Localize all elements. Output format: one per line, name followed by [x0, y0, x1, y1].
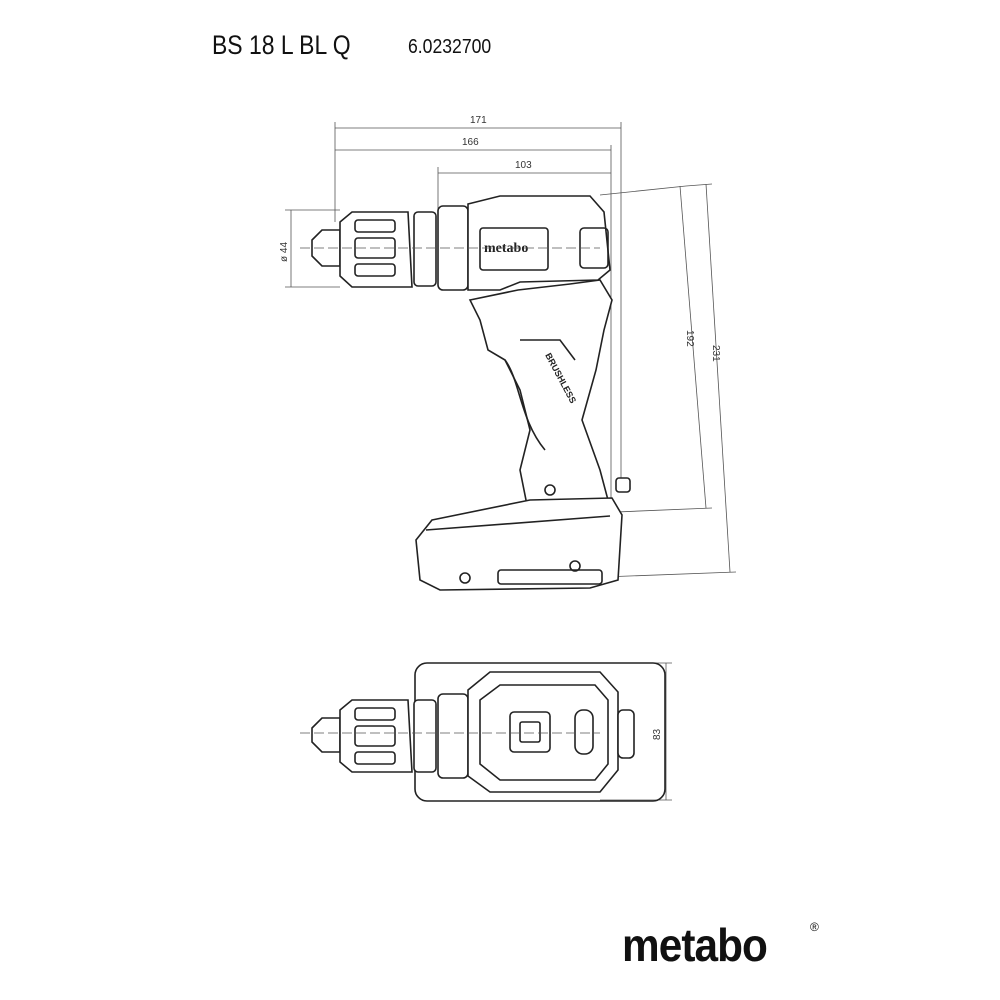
registered-mark: ® [810, 920, 819, 934]
dimension-166: 166 [335, 137, 611, 151]
dimension-103: 103 [438, 160, 611, 174]
dimension-192-label: 192 [684, 330, 695, 347]
model-title: BS 18 L BL Q [212, 30, 351, 60]
dimension-171-label: 171 [470, 115, 487, 126]
dimension-103-label: 103 [515, 160, 532, 171]
dimension-diameter-44: ø 44 [279, 209, 340, 288]
brand-logo: metabo [622, 919, 768, 971]
drill-top-view [300, 662, 666, 802]
dimension-171: 171 [335, 115, 621, 129]
dimension-166-label: 166 [462, 137, 479, 148]
dimension-83-label: 83 [652, 728, 663, 740]
housing-logo: metabo [484, 241, 528, 256]
dimension-231-label: 231 [710, 345, 721, 362]
article-number: 6.0232700 [408, 36, 492, 58]
dimension-diameter-label: ø 44 [279, 242, 290, 262]
drill-side-view: metabo BRUSHLESS [300, 195, 631, 591]
